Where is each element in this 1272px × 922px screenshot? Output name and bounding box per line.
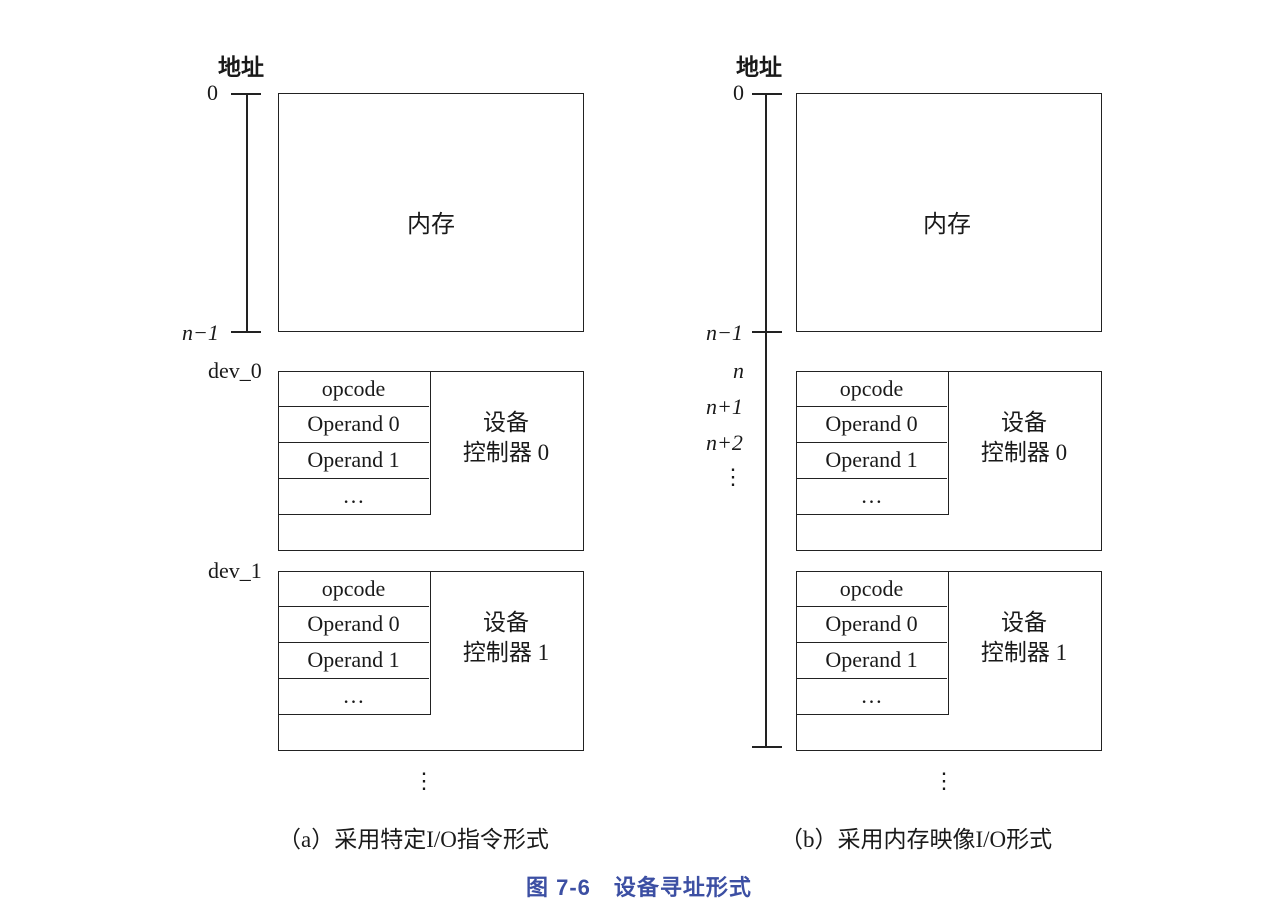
address-header-b: 地址 — [736, 55, 782, 80]
addr-zero-a: 0 — [207, 80, 218, 105]
controller-name-line1: 设备 — [483, 610, 529, 635]
addr-n-minus-1-a: n−1 — [182, 320, 219, 345]
controller-name-1-b: 设备 控制器 1 — [969, 608, 1079, 668]
caption-b: （b）采用内存映像I/O形式 — [780, 827, 1053, 852]
register-stack-1-b: opcode Operand 0 Operand 1 … — [795, 570, 949, 715]
addr-zero-b: 0 — [733, 80, 744, 105]
addr-n-b: n — [733, 358, 744, 383]
controller-name-line1: 设备 — [483, 410, 529, 435]
register-operand-1: Operand 1 — [796, 643, 947, 679]
controller-name-line1: 设备 — [1001, 410, 1047, 435]
continuation-dots-b: ⋮ — [933, 768, 955, 793]
register-operand-0: Operand 0 — [278, 407, 429, 443]
addr-tick-top-b — [752, 93, 782, 95]
register-opcode: opcode — [278, 572, 429, 607]
continuation-dots-a: ⋮ — [413, 768, 435, 793]
addr-tick-mid-b — [752, 331, 782, 333]
register-operand-0: Operand 0 — [278, 607, 429, 643]
memory-label-b: 内存 — [923, 212, 971, 238]
addr-axis-a — [246, 93, 248, 332]
addr-tick-bottom-a — [231, 331, 261, 333]
figure-caption: 图 7-6 设备寻址形式 — [526, 875, 752, 900]
register-stack-0-a: opcode Operand 0 Operand 1 … — [277, 370, 431, 515]
register-operand-1: Operand 1 — [278, 643, 429, 679]
addr-more-dots-b: ⋮ — [722, 464, 744, 489]
controller-name-line2: 控制器 0 — [980, 440, 1068, 465]
register-more: … — [860, 682, 883, 708]
address-header-a: 地址 — [218, 55, 264, 80]
addr-axis-b — [765, 93, 767, 747]
controller-name-0-a: 设备 控制器 0 — [451, 408, 561, 468]
addr-n-plus-1-b: n+1 — [706, 394, 743, 419]
controller-name-line2: 控制器 1 — [462, 640, 550, 665]
controller-name-0-b: 设备 控制器 0 — [969, 408, 1079, 468]
controller-name-line2: 控制器 0 — [462, 440, 550, 465]
addr-tick-bottom-b — [752, 746, 782, 748]
register-operand-1: Operand 1 — [278, 443, 429, 479]
memory-label-a: 内存 — [407, 212, 455, 238]
register-opcode: opcode — [278, 372, 429, 407]
memory-block-b: 内存 — [796, 93, 1102, 332]
controller-name-line1: 设备 — [1001, 610, 1047, 635]
controller-0-a: opcode Operand 0 Operand 1 … 设备 控制器 0 — [277, 370, 584, 551]
register-opcode: opcode — [796, 372, 947, 407]
register-operand-1: Operand 1 — [796, 443, 947, 479]
controller-name-1-a: 设备 控制器 1 — [451, 608, 561, 668]
register-stack-0-b: opcode Operand 0 Operand 1 … — [795, 370, 949, 515]
controller-name-line2: 控制器 1 — [980, 640, 1068, 665]
addr-n-plus-2-b: n+2 — [706, 430, 743, 455]
controller-1-a: opcode Operand 0 Operand 1 … 设备 控制器 1 — [277, 570, 584, 751]
addr-n-minus-1-b: n−1 — [706, 320, 743, 345]
register-more: … — [342, 482, 365, 508]
register-more: … — [342, 682, 365, 708]
dev1-label: dev_1 — [208, 558, 262, 583]
controller-0-b: opcode Operand 0 Operand 1 … 设备 控制器 0 — [795, 370, 1102, 551]
register-operand-0: Operand 0 — [796, 407, 947, 443]
controller-1-b: opcode Operand 0 Operand 1 … 设备 控制器 1 — [795, 570, 1102, 751]
register-stack-1-a: opcode Operand 0 Operand 1 … — [277, 570, 431, 715]
caption-a: （a）采用特定I/O指令形式 — [278, 827, 549, 852]
dev0-label: dev_0 — [208, 358, 262, 383]
register-opcode: opcode — [796, 572, 947, 607]
register-operand-0: Operand 0 — [796, 607, 947, 643]
memory-block-a: 内存 — [278, 93, 584, 332]
register-more: … — [860, 482, 883, 508]
